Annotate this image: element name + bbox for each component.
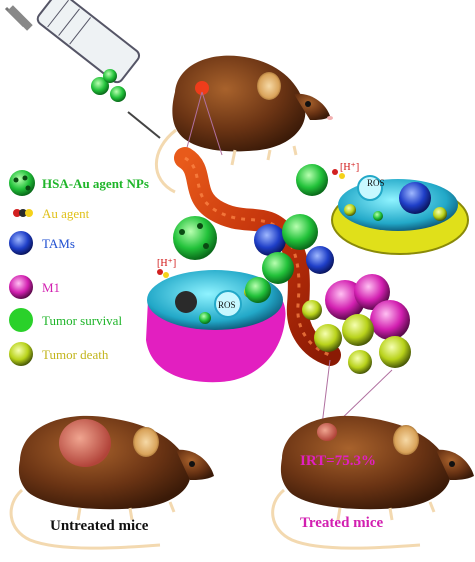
legend-label-nps: HSA-Au agent NPs [42,176,149,191]
proton-label-left: [H⁺] [157,258,177,269]
legend-label-m1: M1 [42,280,61,295]
macrophage-icon [9,231,33,255]
legend-label-tams: TAMs [42,236,75,251]
irt-label: IRT=75.3% [300,453,376,469]
legend-label-tumor-death: Tumor death [42,347,109,362]
nanoparticle-icon [9,170,35,196]
tumor-cell-top-right [296,164,469,255]
mouse-icon [154,55,333,194]
ros-label-top: ROS [367,178,385,188]
tumor-microenvironment [245,214,411,374]
treated-mouse [271,415,474,550]
treated-caption: Treated mice [300,515,384,531]
au-agent-icon [13,209,21,217]
legend-label-au-agent: Au agent [42,206,90,221]
untreated-caption: Untreated mice [50,518,149,534]
tumor-cell-icon [9,308,33,332]
ros-label-left: ROS [218,300,236,310]
syringe-icon [4,0,161,139]
untreated-mouse [9,415,214,550]
proton-label-top: [H⁺] [340,162,360,173]
legend-label-tumor-survival: Tumor survival [42,313,123,328]
legend-icons [9,170,35,366]
